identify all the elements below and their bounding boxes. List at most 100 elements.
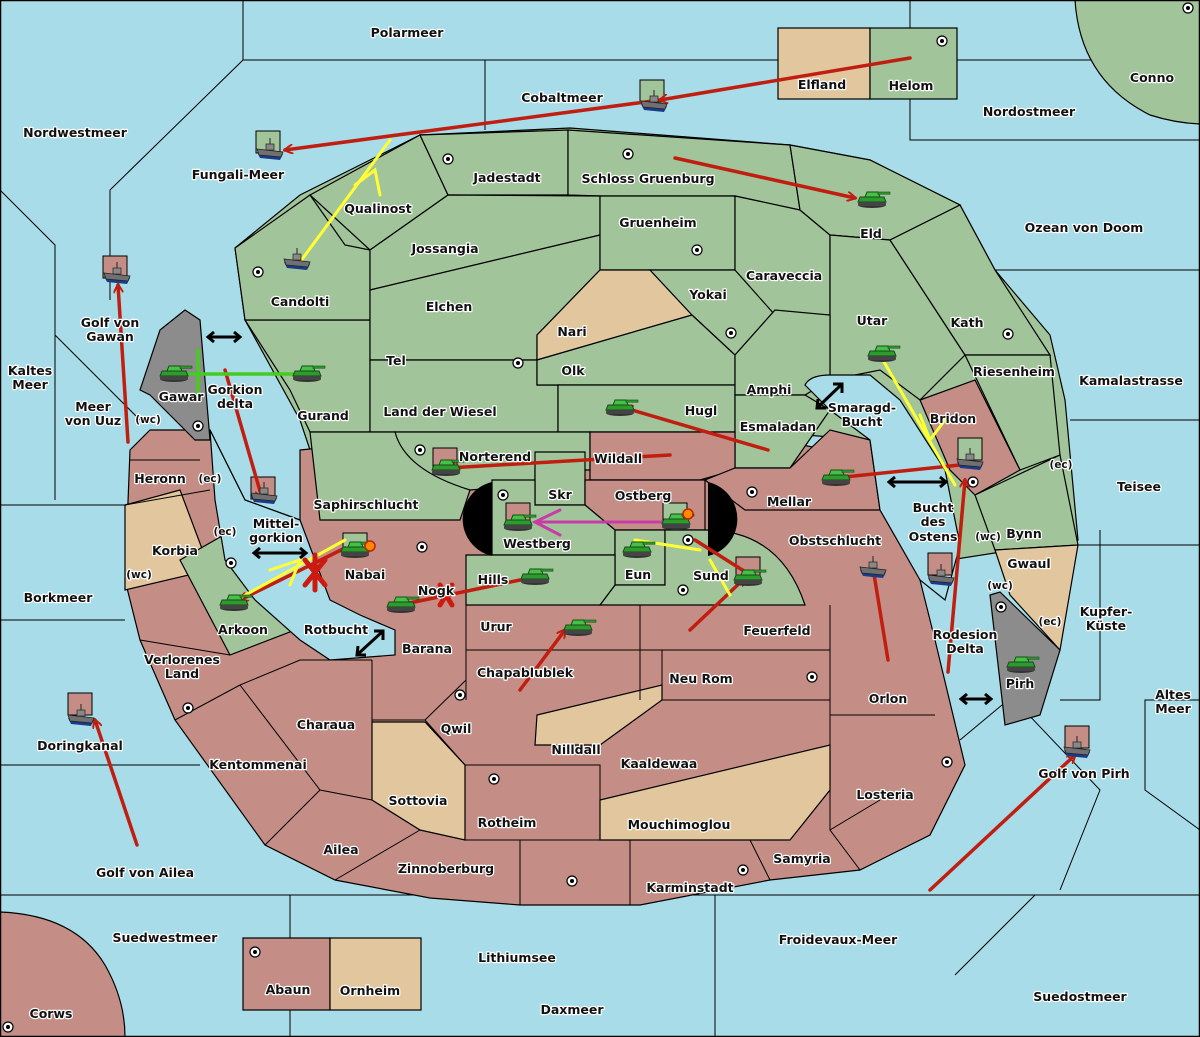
supply-center-icon bbox=[941, 756, 953, 768]
label-olk: Olk bbox=[561, 363, 585, 378]
supply-center-icon bbox=[936, 35, 948, 47]
supply-center-icon bbox=[416, 541, 428, 553]
label-altes-meer: Meer bbox=[1155, 701, 1191, 716]
label-skr: Skr bbox=[548, 487, 572, 502]
province-kath[interactable] bbox=[889, 204, 1052, 356]
label-charaua: Charaua bbox=[297, 717, 355, 732]
supply-center-icon bbox=[725, 327, 737, 339]
label-conno: Conno bbox=[1130, 70, 1175, 85]
province-elfland[interactable] bbox=[777, 27, 871, 100]
label-sottovia: Sottovia bbox=[389, 793, 448, 808]
supply-center-icon bbox=[691, 244, 703, 256]
label-altes-meer: Altes bbox=[1155, 687, 1191, 702]
supply-center-icon bbox=[454, 689, 466, 701]
supply-center-icon bbox=[252, 266, 264, 278]
label-qualinost: Qualinost bbox=[344, 201, 411, 216]
supply-center-icon bbox=[967, 476, 979, 488]
label-rodesion-delta: Delta bbox=[946, 641, 984, 656]
label-riesenheim: Riesenheim bbox=[973, 364, 1055, 379]
label-nordostmeer: Nordostmeer bbox=[983, 104, 1076, 119]
province-gruenheim[interactable] bbox=[599, 195, 736, 271]
label-rodesion-delta: Rodesion bbox=[933, 627, 998, 642]
label-daxmeer: Daxmeer bbox=[540, 1002, 604, 1017]
label-elchen: Elchen bbox=[426, 299, 473, 314]
province-nilldall[interactable] bbox=[534, 684, 663, 746]
label-froidevaux-meer: Froidevaux-Meer bbox=[779, 932, 898, 947]
label-mittelgorkion: Mittel- bbox=[253, 516, 300, 531]
supply-center-icon bbox=[249, 946, 261, 958]
supply-center-icon bbox=[225, 557, 237, 569]
supply-center-icon bbox=[682, 534, 694, 546]
label-jossangia: Jossangia bbox=[410, 241, 478, 256]
land-labels: Elfland Helom Conno Jadestadt Schloss Gr… bbox=[28, 69, 1175, 1022]
supply-center-icon bbox=[677, 584, 689, 596]
label-candolti: Candolti bbox=[271, 294, 330, 309]
label-saphirschlucht: Saphirschlucht bbox=[314, 497, 419, 512]
label-fungali-meer: Fungali-Meer bbox=[192, 167, 285, 182]
label-urur: Urur bbox=[480, 619, 512, 634]
label-verlorenes-land: Verlorenes bbox=[144, 652, 220, 667]
label-ozean-von-doom: Ozean von Doom bbox=[1025, 220, 1144, 235]
hold-orders bbox=[173, 348, 302, 395]
province-ornheim[interactable] bbox=[329, 937, 422, 1011]
label-pirh: Pirh bbox=[1006, 676, 1035, 691]
label-bridon: Bridon bbox=[930, 411, 976, 426]
label-arkoon: Arkoon bbox=[218, 622, 268, 637]
green-provinces bbox=[234, 129, 1079, 551]
supply-center-icon bbox=[622, 148, 634, 160]
province-saphirschlucht[interactable] bbox=[309, 431, 471, 521]
label-kupfer-kueste: Küste bbox=[1086, 618, 1126, 633]
label-amphi: Amphi bbox=[747, 382, 792, 397]
supply-center-icon bbox=[414, 444, 426, 456]
label-coast-wc: (wc) bbox=[975, 531, 1001, 543]
label-obstschlucht: Obstschlucht bbox=[789, 533, 881, 548]
explosion-icon bbox=[682, 508, 694, 520]
province-conno[interactable] bbox=[1074, 0, 1200, 125]
label-meer-von-uuz: Meer bbox=[75, 399, 111, 414]
label-hills: Hills bbox=[478, 572, 509, 587]
label-losteria: Losteria bbox=[856, 787, 913, 802]
label-eun: Eun bbox=[625, 567, 651, 582]
label-corws: Corws bbox=[30, 1006, 73, 1021]
supply-center-icon bbox=[1182, 2, 1194, 14]
province-corws[interactable] bbox=[0, 911, 126, 1037]
label-zinnoberburg: Zinnoberburg bbox=[398, 861, 494, 876]
label-coast-wc: (wc) bbox=[135, 414, 161, 426]
label-nordwestmeer: Nordwestmeer bbox=[23, 125, 128, 140]
label-rotbucht: Rotbucht bbox=[304, 622, 368, 637]
label-cobaltmeer: Cobaltmeer bbox=[521, 90, 603, 105]
label-gorkion-delta: Gorkion bbox=[207, 382, 262, 397]
sea-mittelgorkion[interactable] bbox=[209, 429, 396, 661]
supply-center-icon bbox=[806, 671, 818, 683]
label-gwaul: Gwaul bbox=[1007, 556, 1050, 571]
label-caraveccia: Caraveccia bbox=[746, 268, 822, 283]
province-gwaul[interactable] bbox=[994, 544, 1079, 652]
label-mouchimoglou: Mouchimoglou bbox=[628, 817, 731, 832]
sea-labels: Polarmeer Cobaltmeer Nordwestmeer Fungal… bbox=[7, 24, 1193, 1018]
dislodge-markers bbox=[364, 508, 694, 552]
label-yokai: Yokai bbox=[688, 287, 727, 302]
supply-center-icon bbox=[746, 486, 758, 498]
label-neu-rom: Neu Rom bbox=[669, 671, 732, 686]
label-feuerfeld: Feuerfeld bbox=[743, 623, 810, 638]
supply-center-icon bbox=[1002, 328, 1014, 340]
label-polarmeer: Polarmeer bbox=[371, 25, 445, 40]
explosion-icon bbox=[364, 540, 376, 552]
label-korbia: Korbia bbox=[152, 543, 198, 558]
label-bucht-des-ostens: Bucht bbox=[913, 500, 954, 515]
label-coast-ec: (ec) bbox=[199, 473, 222, 485]
label-suedostmeer: Suedostmeer bbox=[1033, 989, 1127, 1004]
supply-center-icon bbox=[488, 773, 500, 785]
province-tel-land-der-wiesel[interactable] bbox=[369, 359, 559, 433]
supply-center-icon bbox=[497, 489, 509, 501]
orders bbox=[95, 56, 1075, 892]
label-barana: Barana bbox=[402, 641, 452, 656]
label-kath: Kath bbox=[951, 315, 984, 330]
label-nogk: Nogk bbox=[418, 583, 455, 598]
move-orders bbox=[95, 56, 1075, 892]
label-kaltes-meer: Kaltes bbox=[8, 363, 52, 378]
label-elfland: Elfland bbox=[798, 77, 846, 92]
label-golf-von-gawan: Gawan bbox=[86, 329, 134, 344]
label-norterend: Norterend bbox=[459, 449, 531, 464]
sea-smaragd-bucht[interactable] bbox=[804, 374, 961, 602]
